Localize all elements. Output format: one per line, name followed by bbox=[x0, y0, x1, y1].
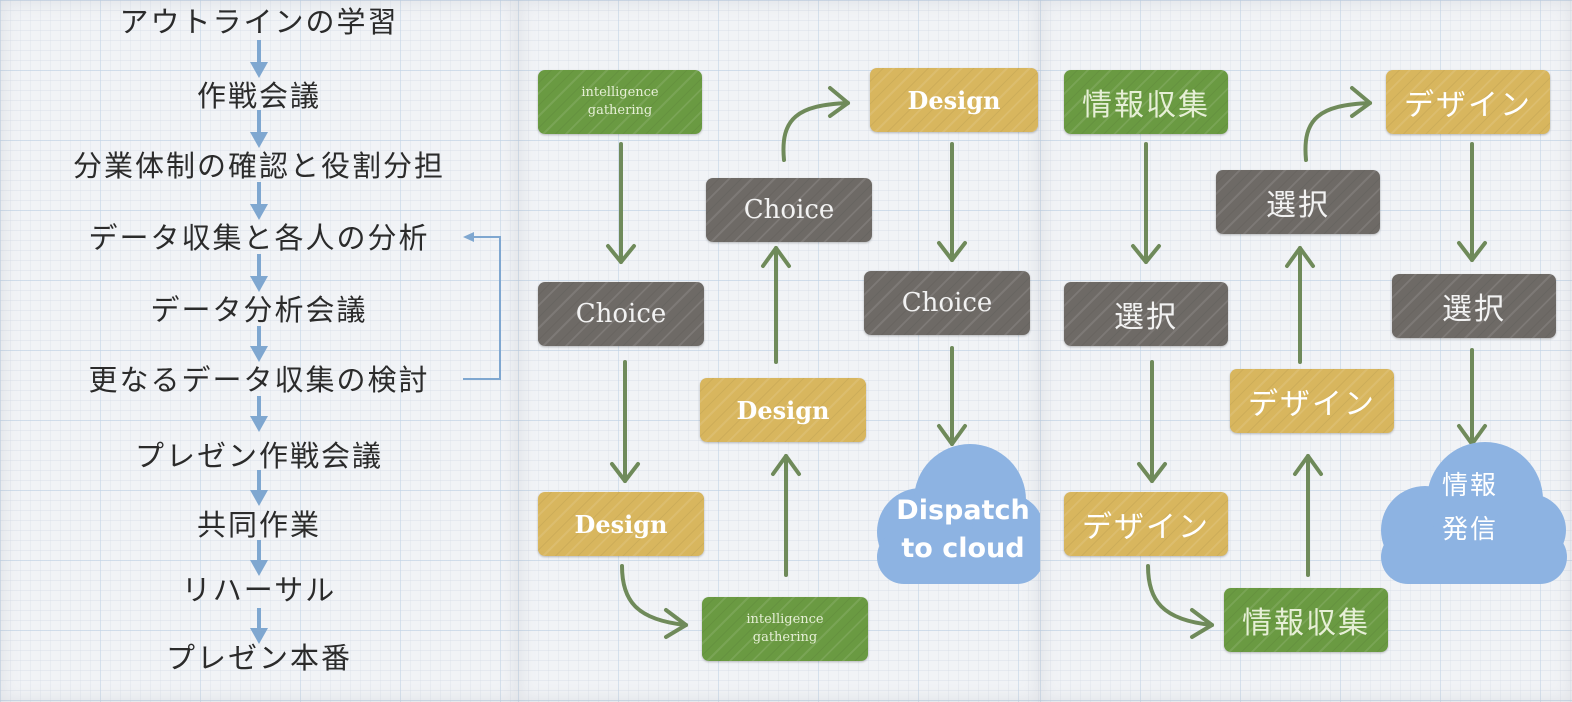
node-design-left: Design bbox=[538, 492, 704, 556]
node-choice-right: Choice bbox=[864, 271, 1030, 335]
cloud-label: 情報 発信 bbox=[1410, 464, 1530, 552]
node-choice-mid: Choice bbox=[706, 178, 872, 242]
node-intelligence-gathering-bottom: intelligence gathering bbox=[702, 597, 868, 661]
arrow-up-icon bbox=[1285, 246, 1315, 364]
arrow-down-icon bbox=[1131, 142, 1161, 264]
step-presentation-strategy: プレゼン作戦会議 bbox=[134, 439, 383, 473]
down-arrow-icon bbox=[250, 182, 268, 220]
cloud-label-line1: 情報 bbox=[1441, 471, 1498, 501]
node-intelligence-gathering-top: intelligence gathering bbox=[538, 70, 702, 134]
step-strategy-meeting: 作戦会議 bbox=[196, 79, 321, 113]
cloud-label-line2: 発信 bbox=[1441, 515, 1498, 545]
step-further-data-review: 更なるデータ収集の検討 bbox=[88, 363, 430, 397]
arrow-up-icon bbox=[771, 454, 801, 577]
node-design-mid: デザイン bbox=[1230, 369, 1394, 433]
curved-arrow-icon bbox=[781, 86, 850, 162]
down-arrow-icon bbox=[250, 254, 268, 292]
japanese-cycle-panel: 情報収集 選択 デザイン 情報収集 デザイン 選択 デザイン 選択 情報 発信 bbox=[1040, 0, 1572, 702]
node-choice-mid: 選択 bbox=[1216, 170, 1380, 234]
arrow-down-icon bbox=[606, 142, 636, 264]
node-info-gathering-top: 情報収集 bbox=[1064, 70, 1228, 134]
outline-panel: アウトラインの学習 作戦会議 分業体制の確認と役割分担 データ収集と各人の分析 … bbox=[0, 0, 518, 702]
arrow-down-icon bbox=[937, 142, 967, 262]
arrow-down-icon bbox=[1457, 142, 1487, 262]
step-data-collection: データ収集と各人の分析 bbox=[88, 221, 430, 255]
curved-arrow-icon bbox=[620, 564, 688, 639]
arrow-down-icon bbox=[610, 360, 640, 483]
arrow-up-icon bbox=[1293, 454, 1323, 577]
step-rehearsal: リハーサル bbox=[181, 573, 337, 607]
down-arrow-icon bbox=[250, 396, 268, 432]
cloud-label-line1: Dispatch bbox=[896, 495, 1030, 526]
node-design-top: デザイン bbox=[1386, 70, 1550, 134]
arrow-down-icon bbox=[1457, 348, 1487, 446]
arrow-up-icon bbox=[761, 246, 791, 364]
step-presentation: プレゼン本番 bbox=[165, 641, 352, 675]
node-info-gathering-bottom: 情報収集 bbox=[1224, 588, 1388, 652]
curved-arrow-icon bbox=[1146, 564, 1214, 639]
node-choice-left: 選択 bbox=[1064, 282, 1228, 346]
down-arrow-icon bbox=[250, 326, 268, 362]
arrow-down-icon bbox=[1137, 360, 1167, 483]
node-design-mid: Design bbox=[700, 378, 866, 442]
node-design-top: Design bbox=[870, 68, 1038, 132]
cloud-label-line2: to cloud bbox=[901, 533, 1025, 564]
curved-arrow-icon bbox=[1303, 86, 1372, 162]
node-design-left: デザイン bbox=[1064, 492, 1228, 556]
node-choice-right: 選択 bbox=[1392, 274, 1556, 338]
arrow-down-icon bbox=[937, 346, 967, 446]
down-arrow-icon bbox=[250, 40, 268, 78]
step-joint-work: 共同作業 bbox=[196, 508, 321, 542]
step-data-analysis-meeting: データ分析会議 bbox=[150, 293, 368, 327]
step-outline-study: アウトラインの学習 bbox=[119, 5, 399, 39]
step-role-assignment: 分業体制の確認と役割分担 bbox=[72, 149, 445, 183]
english-cycle-panel: intelligence gathering Choice Design int… bbox=[518, 0, 1040, 702]
node-choice-left: Choice bbox=[538, 282, 704, 346]
cloud-label: Dispatch to cloud bbox=[888, 492, 1038, 568]
